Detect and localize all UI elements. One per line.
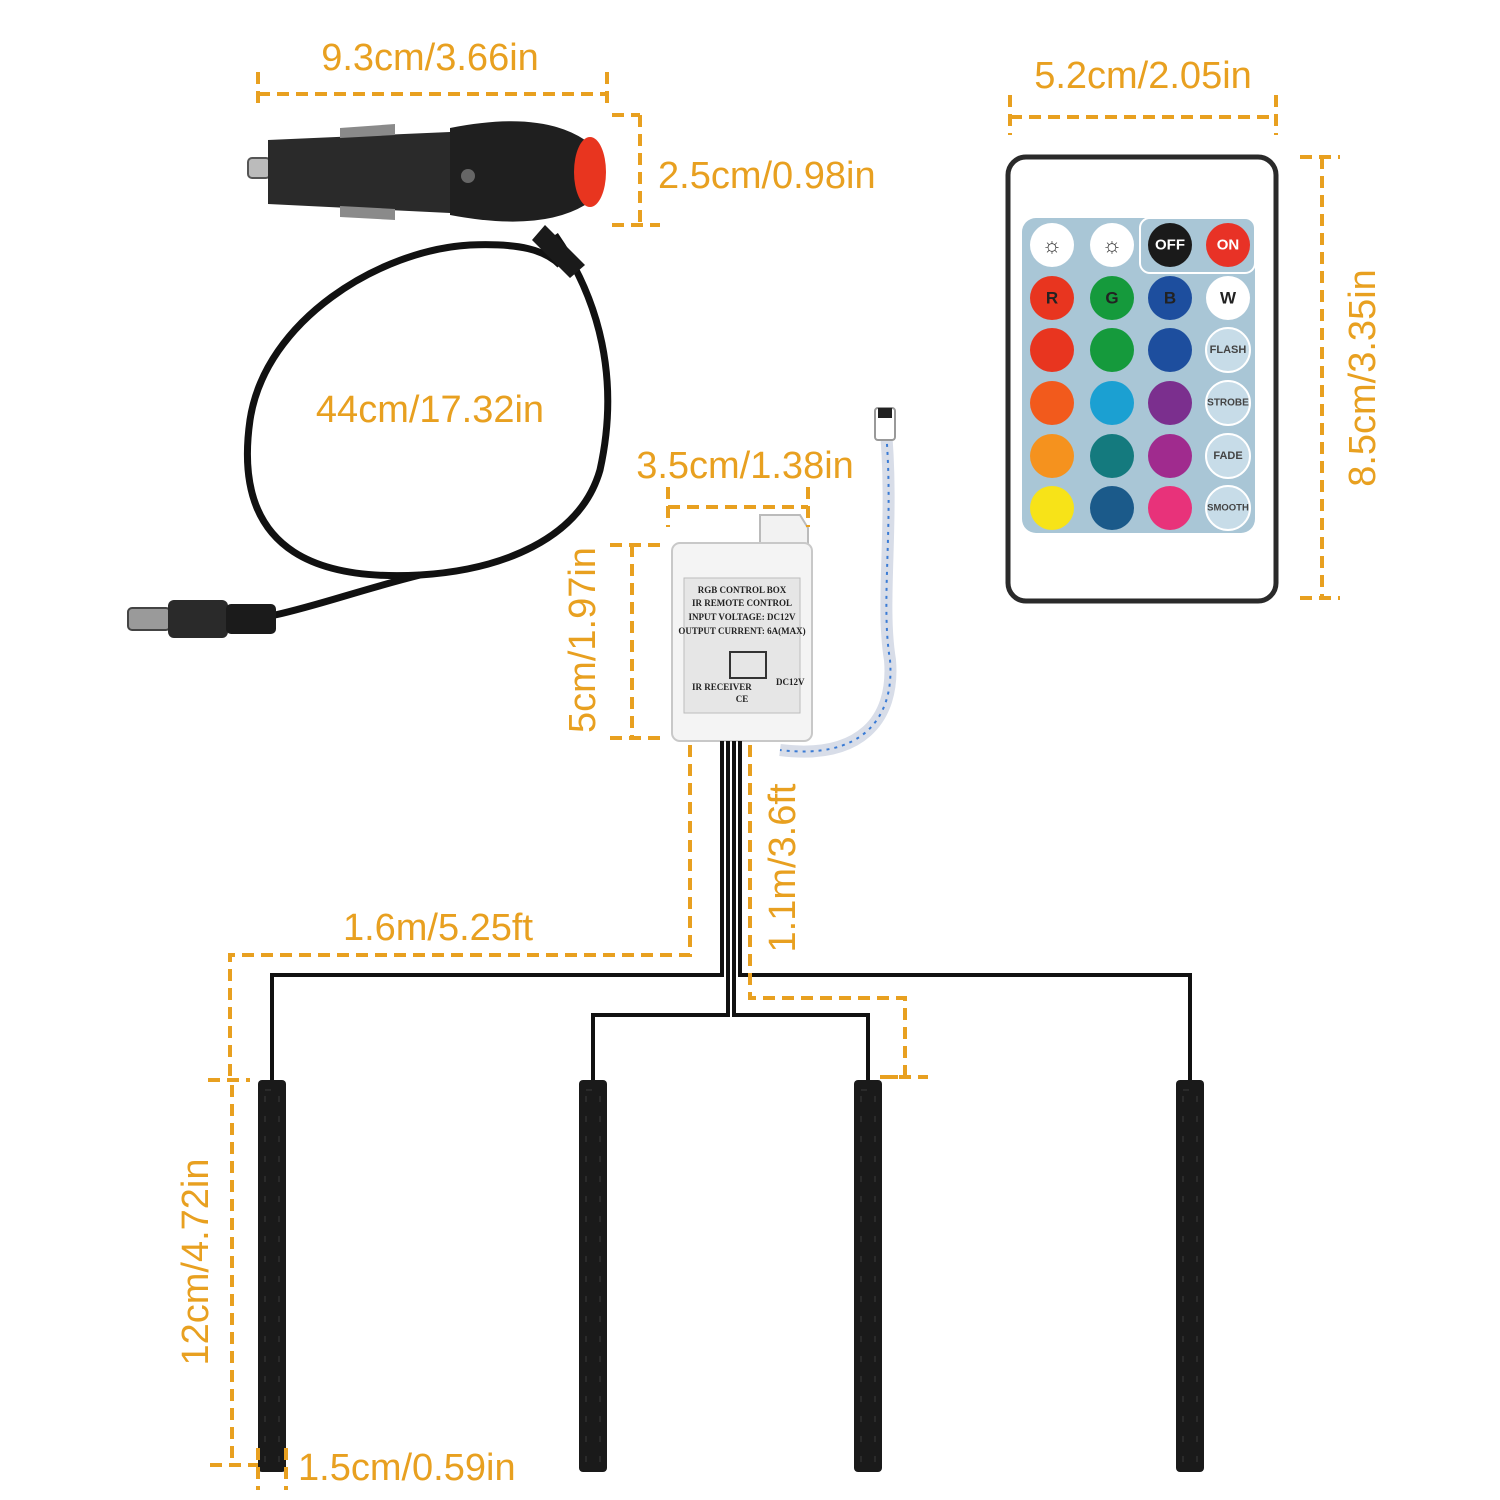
- color-button[interactable]: [1030, 328, 1074, 372]
- box-dimensions: [208, 487, 928, 1082]
- control-box-tab: [759, 514, 809, 546]
- red-button[interactable]: [1030, 276, 1074, 320]
- color-button[interactable]: [1148, 434, 1192, 478]
- off-button[interactable]: [1148, 223, 1192, 267]
- wire-strip-1: [270, 741, 724, 1080]
- plug-height-label: 2.5cm/0.98in: [658, 155, 876, 197]
- plug-shell: [268, 132, 478, 213]
- strip-width-label: 1.5cm/0.59in: [298, 1447, 516, 1489]
- control-box-label-plate: [683, 577, 801, 714]
- wire-strip-4: [738, 741, 1192, 1080]
- plug-dimensions: [256, 72, 660, 227]
- flash-button[interactable]: [1205, 327, 1251, 373]
- brightness-up-button[interactable]: [1030, 223, 1074, 267]
- remote-width-label: 5.2cm/2.05in: [1034, 55, 1252, 97]
- strip-length-label: 12cm/4.72in: [175, 1158, 217, 1365]
- remote-control: [1005, 154, 1279, 604]
- white-button[interactable]: [1206, 276, 1250, 320]
- fade-button-label: FADE: [1213, 450, 1242, 462]
- box-receiver-text: IR RECEIVER: [692, 682, 752, 692]
- control-box: RGB CONTROL BOX IR REMOTE CONTROL INPUT …: [270, 407, 1192, 1080]
- color-button[interactable]: [1090, 486, 1134, 530]
- blue-button-label: B: [1164, 289, 1176, 308]
- remote-keypad: [1022, 218, 1255, 533]
- wire-strip-2: [591, 741, 730, 1080]
- fade-button[interactable]: [1205, 433, 1251, 479]
- smooth-button-label: SMOOTH: [1207, 503, 1249, 514]
- wire-strip-3: [732, 741, 870, 1080]
- plug-spring-bottom: [340, 206, 395, 220]
- led-strip: [579, 1080, 607, 1472]
- color-button[interactable]: [1090, 328, 1134, 372]
- box-wiring-diagram: [729, 651, 767, 679]
- strobe-button[interactable]: [1205, 380, 1251, 426]
- box-dc-text: DC12V: [776, 677, 805, 687]
- dc-barrel-tip: [127, 607, 171, 631]
- smooth-button[interactable]: [1205, 485, 1251, 531]
- dc-barrel-body: [168, 600, 228, 638]
- dc-barrel-sleeve: [226, 604, 276, 634]
- white-button-label: W: [1220, 289, 1237, 308]
- on-button-label: ON: [1217, 237, 1240, 254]
- color-button[interactable]: [1030, 486, 1074, 530]
- off-button-label: OFF: [1155, 237, 1185, 254]
- long-cable-label: 1.6m/5.25ft: [343, 907, 534, 949]
- color-button[interactable]: [1148, 486, 1192, 530]
- led-strips: [258, 1080, 1204, 1472]
- strobe-button-label: STROBE: [1207, 398, 1249, 409]
- plug-spring-top: [340, 124, 395, 138]
- box-line-4: OUTPUT CURRENT: 6A(MAX): [678, 626, 805, 636]
- strip-dimensions: [210, 1085, 288, 1490]
- on-button[interactable]: [1206, 223, 1250, 267]
- blue-button[interactable]: [1148, 276, 1192, 320]
- short-cable-label: 1.1m/3.6ft: [762, 783, 804, 952]
- remote-dimensions: [1008, 95, 1340, 600]
- green-button[interactable]: [1090, 276, 1134, 320]
- brightness-down-button[interactable]: [1090, 223, 1134, 267]
- plug-screw: [461, 169, 475, 183]
- plug-grip: [450, 121, 585, 222]
- color-button[interactable]: [1148, 381, 1192, 425]
- color-button[interactable]: [1090, 434, 1134, 478]
- box-ce-mark: CE: [736, 694, 749, 704]
- red-button-label: R: [1046, 289, 1058, 308]
- remote-row-rgbw: R G B W: [1030, 276, 1250, 320]
- brightness-down-icon: ☼: [1102, 233, 1122, 258]
- plug-fuse-cap: [574, 137, 606, 207]
- color-button[interactable]: [1090, 381, 1134, 425]
- led-strip: [854, 1080, 882, 1472]
- car-plug: [127, 121, 612, 638]
- plug-cable-tail: [274, 571, 421, 619]
- remote-color-grid: [1030, 328, 1192, 530]
- color-button[interactable]: [1030, 381, 1074, 425]
- brightness-up-icon: ☼: [1042, 233, 1062, 258]
- remote-height-label: 8.5cm/3.35in: [1342, 269, 1384, 487]
- plug-cable-loop: [244, 233, 612, 580]
- box-line-2: IR REMOTE CONTROL: [692, 598, 792, 608]
- box-height-label: 5cm/1.97in: [562, 547, 604, 733]
- led-strip: [1176, 1080, 1204, 1472]
- color-button[interactable]: [1148, 328, 1192, 372]
- green-button-label: G: [1105, 289, 1118, 308]
- remote-mode-buttons: FLASH STROBE FADE SMOOTH: [1205, 327, 1251, 531]
- plug-cable-label: 44cm/17.32in: [316, 389, 544, 431]
- box-width-label: 3.5cm/1.38in: [636, 445, 854, 487]
- box-line-3: INPUT VOLTAGE: DC12V: [688, 612, 796, 622]
- color-button[interactable]: [1030, 434, 1074, 478]
- remote-row-top: ☼ ☼ OFF ON: [1030, 223, 1250, 267]
- led-strip: [258, 1080, 286, 1472]
- plug-strain-relief: [532, 225, 585, 278]
- plug-length-label: 9.3cm/3.66in: [321, 37, 539, 79]
- plug-tip: [247, 157, 271, 179]
- flash-button-label: FLASH: [1210, 344, 1247, 356]
- ir-receiver-cable-stripe: [779, 419, 892, 753]
- box-line-1: RGB CONTROL BOX: [698, 585, 787, 595]
